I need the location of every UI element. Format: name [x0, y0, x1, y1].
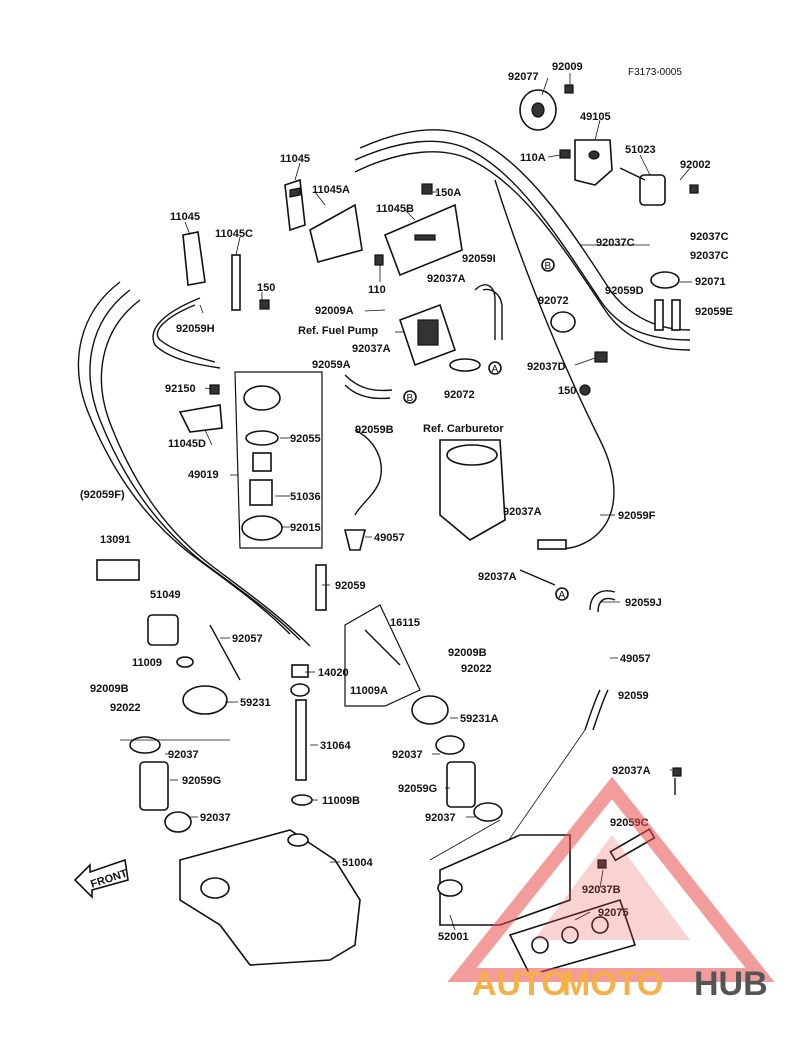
label-92059j: 92059J [625, 597, 662, 609]
label-92037-d: 92037 [425, 812, 456, 824]
label-11045a: 11045A [312, 184, 350, 196]
label-92037-b: 92037 [392, 749, 423, 761]
label-92071: 92071 [695, 276, 726, 288]
label-11009a: 11009A [350, 685, 388, 697]
label-92057: 92057 [232, 633, 263, 645]
label-92037-c: 92037 [200, 812, 231, 824]
label-92037a-3: 92037A [503, 506, 542, 518]
label-51004: 51004 [342, 857, 373, 869]
label-110: 110 [368, 284, 386, 296]
label-92059-b: 92059 [618, 690, 649, 702]
label-92037a-1: 92037A [427, 273, 466, 285]
label-59231: 59231 [240, 697, 271, 709]
svg-text:A: A [492, 364, 499, 375]
label-150a: 150A [435, 187, 461, 199]
watermark-auto: AUTO [472, 965, 568, 1003]
label-92037b: 92037B [582, 884, 621, 896]
label-52001: 52001 [438, 931, 469, 943]
label-92037c-2: 92037C [690, 231, 729, 243]
label-92015: 92015 [290, 522, 321, 534]
label-11045d: 11045D [168, 438, 206, 450]
label-92150: 92150 [165, 383, 196, 395]
fuel-hoses [77, 129, 691, 861]
label-92009: 92009 [552, 61, 583, 73]
label-11045b: 11045B [376, 203, 414, 215]
label-ref-carburetor: Ref. Carburetor [423, 423, 504, 435]
label-92009b-2: 92009B [448, 647, 487, 659]
label-92055: 92055 [290, 433, 321, 445]
label-150-b: 150 [558, 385, 576, 397]
label-92037a-2: 92037A [352, 343, 391, 355]
label-51036: 51036 [290, 491, 321, 503]
label-92059i: 92059I [462, 253, 496, 265]
label-92022-1: 92022 [110, 702, 141, 714]
leader-lines [120, 73, 692, 931]
label-13091: 13091 [100, 534, 131, 546]
label-51049: 51049 [150, 589, 181, 601]
label-ref-fuel-pump: Ref. Fuel Pump [298, 325, 378, 337]
label-11009: 11009 [132, 657, 162, 669]
label-11045-top: 11045 [280, 153, 310, 165]
watermark-logo: AUTO MOTO HUB [447, 776, 775, 1003]
label-92002: 92002 [680, 159, 711, 171]
label-92059f: 92059F [618, 510, 656, 522]
label-59231a: 59231A [460, 713, 499, 725]
label-92059h: 92059H [176, 323, 215, 335]
label-110a: 110A [520, 152, 546, 164]
label-92059f-paren: (92059F) [80, 489, 125, 501]
label-11009b: 11009B [322, 795, 360, 807]
label-92059g-2: 92059G [398, 783, 437, 795]
parts [73, 84, 699, 976]
label-49057-b: 49057 [620, 653, 651, 665]
watermark-hub: HUB [694, 965, 768, 1003]
label-14020: 14020 [318, 667, 349, 679]
svg-text:A: A [559, 590, 566, 601]
label-92059b: 92059B [355, 424, 394, 436]
label-49105: 49105 [580, 111, 611, 123]
label-92059e: 92059E [695, 306, 733, 318]
label-16115: 16115 [390, 617, 420, 629]
svg-text:B: B [407, 393, 414, 404]
label-92037-a: 92037 [168, 749, 199, 761]
svg-text:B: B [545, 261, 552, 272]
label-49057-a: 49057 [374, 532, 405, 544]
label-11045-left: 11045 [170, 211, 200, 223]
label-92009b-1: 92009B [90, 683, 129, 695]
part-labels: F3173-0005 92077 92009 49105 110A 51023 … [80, 61, 733, 943]
label-92059d: 92059D [605, 285, 644, 297]
label-92072-a: 92072 [538, 295, 569, 307]
label-92059a: 92059A [312, 359, 351, 371]
label-92037a-5: 92037A [612, 765, 651, 777]
figure-code: F3173-0005 [628, 67, 682, 78]
label-92059-a: 92059 [335, 580, 366, 592]
label-92075: 92075 [598, 907, 629, 919]
watermark-moto: MOTO [562, 965, 663, 1003]
label-92072-b: 92072 [444, 389, 475, 401]
label-92037c-1: 92037C [596, 237, 635, 249]
connector-markers: A B B A [403, 258, 569, 601]
label-92022-2: 92022 [461, 663, 492, 675]
label-150: 150 [257, 282, 275, 294]
label-11045c: 11045C [215, 228, 253, 240]
label-92009a: 92009A [315, 305, 354, 317]
label-51023: 51023 [625, 144, 656, 156]
label-92037d: 92037D [527, 361, 566, 373]
label-92037a-4: 92037A [478, 571, 517, 583]
label-49019: 49019 [188, 469, 219, 481]
label-31064: 31064 [320, 740, 351, 752]
label-92077: 92077 [508, 71, 539, 83]
label-92059g-1: 92059G [182, 775, 221, 787]
label-92037c-3: 92037C [690, 250, 729, 262]
